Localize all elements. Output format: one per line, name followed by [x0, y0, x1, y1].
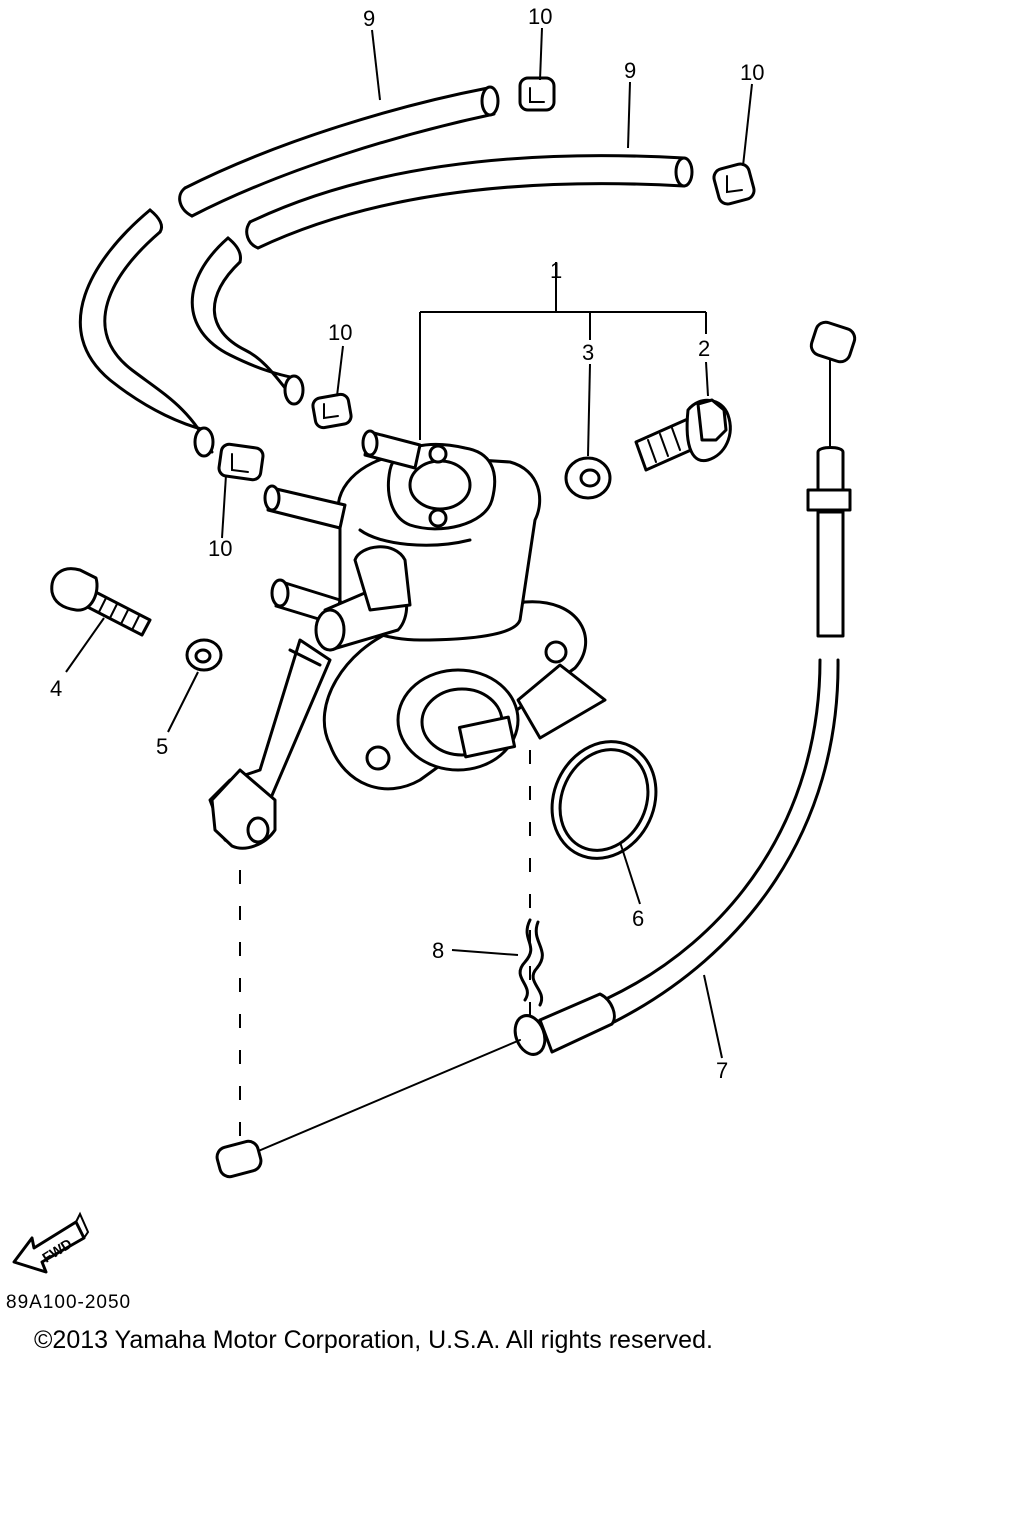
clamp-top-center[interactable] — [518, 76, 556, 112]
fwd-arrow-icon: FWD — [12, 1211, 90, 1274]
oil-pump-assembly[interactable] — [263, 429, 607, 791]
clamp-middle[interactable] — [311, 392, 353, 430]
callout-8: 8 — [432, 938, 444, 963]
copyright-notice: ©2013 Yamaha Motor Corporation, U.S.A. A… — [34, 1326, 713, 1354]
callout-9-left: 9 — [363, 6, 375, 31]
callout-10-left: 10 — [208, 536, 232, 561]
callout-7: 7 — [716, 1058, 728, 1083]
callout-10-top-right: 10 — [740, 60, 764, 85]
clip[interactable] — [518, 918, 544, 1007]
callout-2: 2 — [698, 336, 710, 361]
clamp-top-right[interactable] — [712, 162, 756, 206]
callout-5: 5 — [156, 734, 168, 759]
washer[interactable] — [564, 456, 612, 500]
hose-upper-left[interactable] — [178, 85, 500, 218]
callout-9-right: 9 — [624, 58, 636, 83]
lock-washer[interactable] — [185, 638, 223, 672]
callout-3: 3 — [582, 340, 594, 365]
callout-10-top-center: 10 — [528, 4, 552, 29]
hose-lower-left[interactable] — [78, 208, 215, 458]
diagram-code: 89A100-2050 — [6, 1292, 132, 1313]
oil-pump-cable[interactable] — [215, 320, 857, 1179]
o-ring[interactable] — [533, 724, 674, 875]
flange-bolt[interactable] — [634, 398, 732, 472]
screw[interactable] — [50, 567, 152, 637]
callout-1: 1 — [550, 258, 562, 283]
hose-upper-right[interactable] — [245, 154, 694, 250]
callout-4: 4 — [50, 676, 62, 701]
pump-lever[interactable] — [208, 638, 332, 850]
clamp-left[interactable] — [217, 442, 265, 482]
callout-labels: 9 10 9 10 1 3 2 10 10 4 5 6 8 7 — [50, 4, 764, 1083]
leader-lines — [65, 27, 753, 1145]
callout-6: 6 — [632, 906, 644, 931]
hose-lower-right[interactable] — [190, 236, 305, 406]
callout-10-middle: 10 — [328, 320, 352, 345]
